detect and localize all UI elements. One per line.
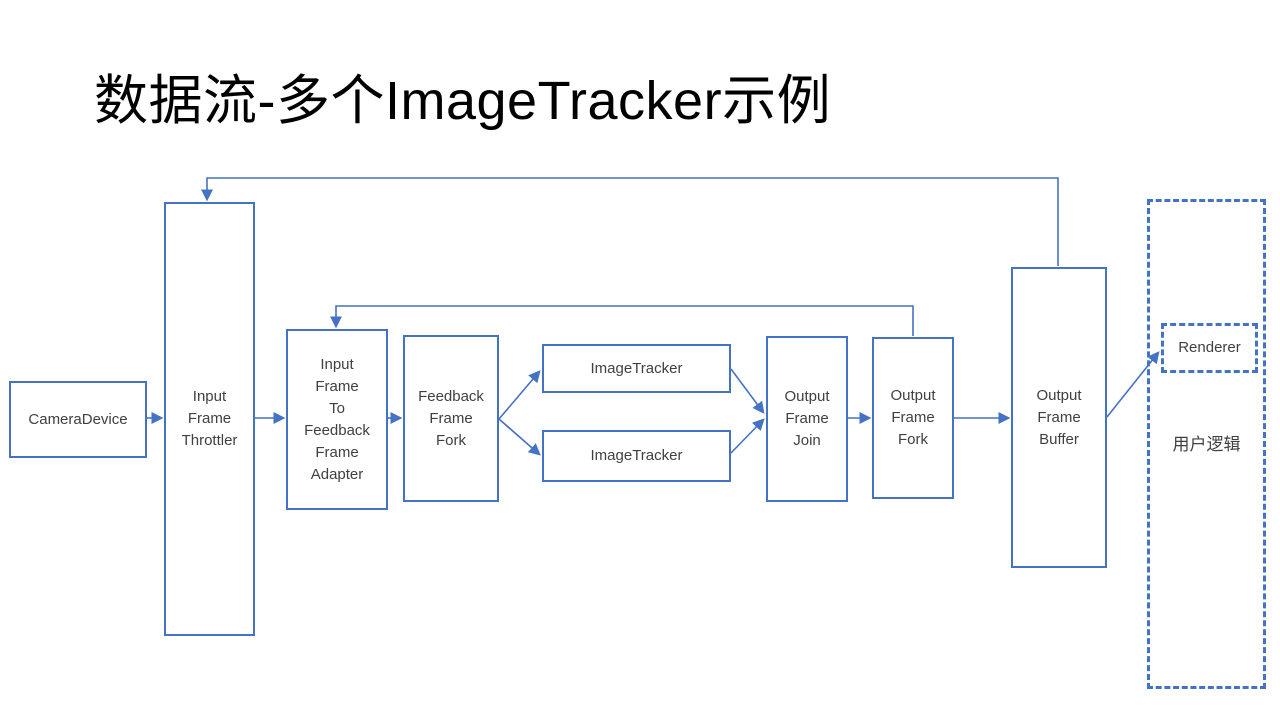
connector-feedback-fork-to-tracker1 (498, 370, 541, 420)
node-feedback-frame-fork: Feedback Frame Fork (403, 335, 499, 502)
node-adapter-label: Input Frame To Feedback Frame Adapter (304, 355, 370, 483)
connector-tracker2-to-join (730, 418, 765, 454)
node-input-frame-throttler-label: Input Frame Throttler (181, 388, 238, 449)
connector-feedback-fork-to-tracker2 (498, 418, 541, 456)
node-output-frame-join-label: Output Frame Join (784, 388, 830, 449)
node-output-frame-buffer: Output Frame Buffer (1011, 267, 1107, 568)
node-renderer-label: Renderer (1178, 339, 1241, 356)
node-output-frame-fork: Output Frame Fork (872, 337, 954, 499)
node-feedback-frame-fork-label: Feedback Frame Fork (418, 387, 484, 449)
node-output-frame-fork-label: Output Frame Fork (890, 387, 936, 448)
node-image-tracker-2-label: ImageTracker (590, 447, 683, 464)
node-renderer: Renderer (1161, 323, 1258, 373)
node-camera-device: CameraDevice (9, 381, 147, 458)
connector-feedback-outputfork-to-adapter (330, 305, 914, 336)
node-image-tracker-2: ImageTracker (542, 430, 731, 482)
node-input-frame-throttler: Input Frame Throttler (164, 202, 255, 636)
node-output-frame-join: Output Frame Join (766, 336, 848, 502)
slide-title: 数据流-多个ImageTracker示例 (94, 71, 832, 131)
node-input-frame-to-feedback-frame-adapter: Input Frame To Feedback Frame Adapter (286, 329, 388, 510)
node-image-tracker-1-label: ImageTracker (590, 359, 683, 377)
node-camera-device-label: CameraDevice (28, 410, 128, 428)
user-logic-label: 用户逻辑 (1172, 435, 1241, 454)
node-output-frame-buffer-label: Output Frame Buffer (1036, 386, 1082, 448)
connector-tracker1-to-join (730, 368, 765, 414)
node-image-tracker-1: ImageTracker (542, 344, 731, 393)
user-logic-container (1147, 199, 1266, 689)
connector-feedback-buffer-to-throttler (201, 177, 1059, 266)
